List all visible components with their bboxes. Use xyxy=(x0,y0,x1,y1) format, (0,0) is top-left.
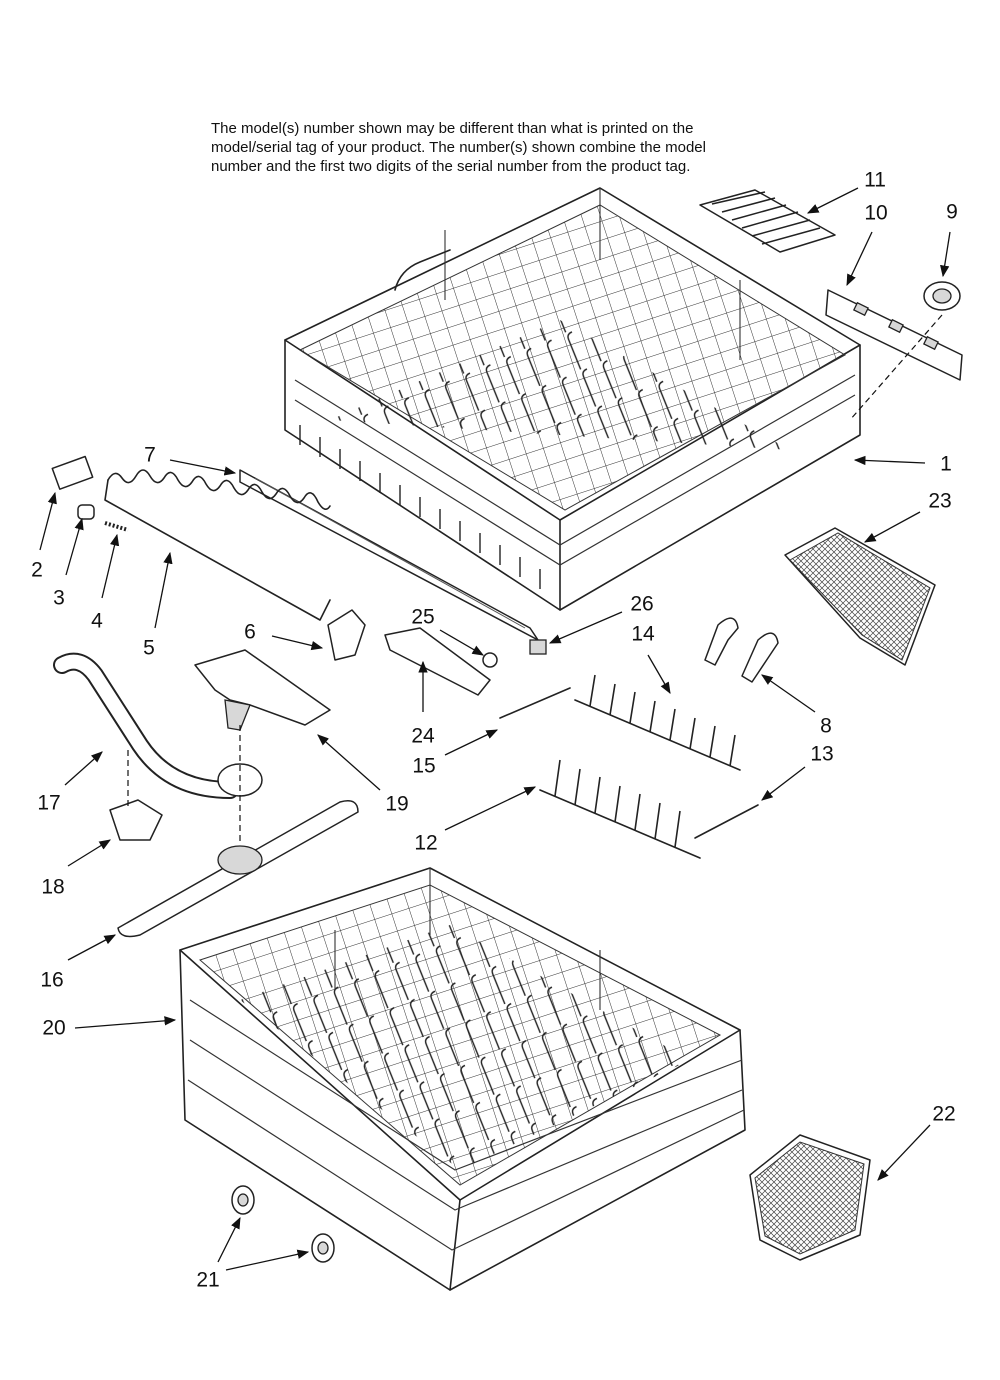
callout-label-22: 22 xyxy=(932,1103,955,1126)
part-5-wavy-rod xyxy=(104,469,331,621)
callout-7: 7 xyxy=(144,444,237,476)
part-9-wheel xyxy=(923,281,961,311)
note-line-3: number and the first two digits of the s… xyxy=(211,158,690,175)
part-12-tine-row xyxy=(539,759,701,859)
note-line-1: The model(s) number shown may be differe… xyxy=(211,120,693,137)
part-21-wheels xyxy=(231,1185,335,1263)
callout-label-17: 17 xyxy=(37,792,60,815)
model-note: The model(s) number shown may be differe… xyxy=(211,120,706,175)
part-10-rail-clip xyxy=(825,289,963,381)
callout-5: 5 xyxy=(143,551,173,660)
part-15-pin xyxy=(499,687,571,719)
upper-rack-drawing xyxy=(284,187,861,611)
callout-label-19: 19 xyxy=(385,793,408,816)
part-6-end-cap xyxy=(327,609,366,661)
part-25-ball xyxy=(482,652,498,668)
callout-23: 23 xyxy=(863,490,952,543)
callout-label-13: 13 xyxy=(810,743,833,766)
callout-2: 2 xyxy=(31,491,57,582)
callout-1: 1 xyxy=(853,453,952,476)
callout-label-2: 2 xyxy=(31,559,43,582)
callout-label-26: 26 xyxy=(630,593,653,616)
callout-22: 22 xyxy=(877,1103,956,1181)
callout-label-3: 3 xyxy=(53,587,65,610)
callout-label-7: 7 xyxy=(144,444,156,467)
callout-6: 6 xyxy=(244,621,324,651)
part-24-bracket xyxy=(384,627,491,696)
assembly-lines xyxy=(127,314,943,845)
part-4-spring xyxy=(104,521,129,532)
part-23-basket xyxy=(784,527,936,666)
part-19-manifold xyxy=(194,649,331,731)
callout-label-12: 12 xyxy=(414,832,437,855)
callout-label-21: 21 xyxy=(196,1269,219,1292)
callout-label-6: 6 xyxy=(244,621,256,644)
callout-19: 19 xyxy=(317,734,409,816)
part-22-basket xyxy=(749,1134,871,1261)
callout-label-11: 11 xyxy=(864,169,886,192)
callout-label-4: 4 xyxy=(91,610,103,633)
callout-17: 17 xyxy=(37,751,103,815)
callout-9: 9 xyxy=(940,201,958,278)
part-14-tine-row xyxy=(574,674,741,771)
callout-16: 16 xyxy=(40,934,117,992)
callout-label-25: 25 xyxy=(411,606,434,629)
callout-24: 24 xyxy=(411,660,435,748)
callout-label-15: 15 xyxy=(412,755,435,778)
callout-15: 15 xyxy=(412,729,499,778)
callout-21: 21 xyxy=(196,1216,310,1292)
callout-20: 20 xyxy=(42,1016,177,1040)
callout-13: 13 xyxy=(761,743,834,801)
callout-4: 4 xyxy=(91,533,120,633)
callout-label-10: 10 xyxy=(864,202,887,225)
callout-11: 11 xyxy=(806,169,886,214)
part-2-clip xyxy=(51,455,94,490)
callout-25: 25 xyxy=(411,606,485,656)
callout-label-8: 8 xyxy=(820,715,832,738)
callout-18: 18 xyxy=(41,839,111,899)
callout-label-23: 23 xyxy=(928,490,951,513)
callout-label-16: 16 xyxy=(40,969,63,992)
callout-label-9: 9 xyxy=(946,201,958,224)
part-11-tine-row xyxy=(699,189,836,253)
callout-26: 26 xyxy=(548,593,654,644)
callout-12: 12 xyxy=(414,786,537,855)
callout-label-14: 14 xyxy=(631,623,655,646)
lower-rack-drawing xyxy=(179,867,746,1291)
part-18-valve xyxy=(109,799,163,841)
callout-label-24: 24 xyxy=(411,725,435,748)
note-line-2: model/serial tag of your product. The nu… xyxy=(211,139,706,156)
part-26-stop xyxy=(529,639,547,655)
callout-label-5: 5 xyxy=(143,637,155,660)
callout-label-20: 20 xyxy=(42,1017,65,1040)
callout-3: 3 xyxy=(53,517,84,610)
part-16-spray-arm xyxy=(117,800,359,938)
callout-label-18: 18 xyxy=(41,876,64,899)
part-7-rail xyxy=(239,469,539,641)
callout-14: 14 xyxy=(631,623,671,695)
callout-8: 8 xyxy=(761,674,832,738)
part-13-pin xyxy=(694,804,759,839)
part-3-cap xyxy=(77,504,95,520)
callout-label-1: 1 xyxy=(940,453,952,476)
callout-10: 10 xyxy=(846,202,888,287)
part-8-clips xyxy=(704,617,779,683)
